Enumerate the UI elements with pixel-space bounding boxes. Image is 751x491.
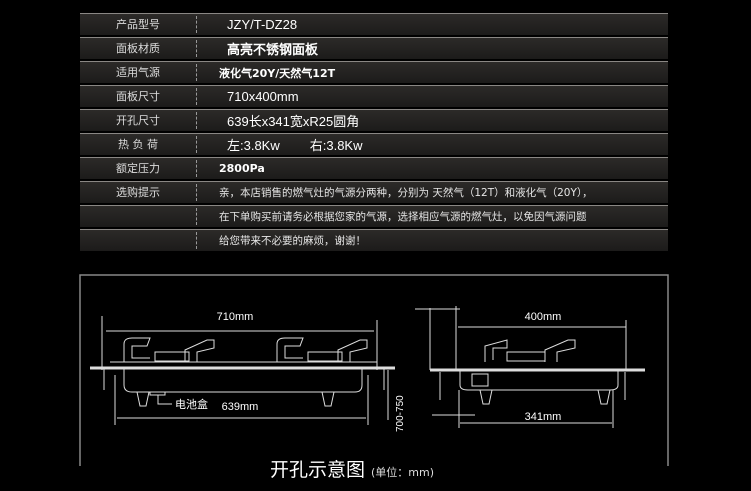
- caption-title: 开孔示意图: [270, 459, 366, 481]
- spec-row-gas: 适用气源 液化气20Y/天然气12T: [80, 61, 668, 83]
- spec-value: 639长x341宽xR25圆角: [227, 114, 360, 129]
- dimension-639-label: 639mm: [222, 401, 259, 413]
- spec-label: 面板材质: [80, 40, 197, 57]
- spec-value: 亲，本店销售的燃气灶的气源分两种，分别为 天然气（12T）和液化气（20Y），: [219, 187, 593, 199]
- diagram-caption: 开孔示意图 (单位：mm): [262, 455, 443, 482]
- spec-label: 热 负 荷: [80, 136, 197, 153]
- spec-row-heat-load: 热 负 荷 左:3.8Kw 右:3.8Kw: [80, 133, 668, 155]
- burner-left: [123, 337, 215, 362]
- side-view: [415, 306, 645, 428]
- heat-right: 右:3.8Kw: [309, 138, 363, 153]
- dimension-710-label: 710mm: [217, 311, 254, 323]
- front-view: [90, 316, 395, 425]
- spec-table: 产品型号 JZY/T-DZ28 面板材质 高亮不锈钢面板 适用气源 液化气20Y/天然…: [80, 13, 668, 253]
- dimension-341-label: 341mm: [525, 411, 562, 423]
- spec-label: [80, 208, 197, 225]
- burner-right: [276, 337, 368, 362]
- spec-label: 适用气源: [80, 64, 197, 81]
- spec-label: 面板尺寸: [80, 88, 197, 105]
- spec-row-pressure: 额定压力 2800Pa: [80, 157, 668, 179]
- height-range-label: 700-750: [395, 395, 406, 432]
- spec-value: 2800Pa: [219, 162, 265, 175]
- spec-value: JZY/T-DZ28: [227, 17, 298, 32]
- spec-row-tip-2: 在下单购买前请务必根据您家的气源，选择相应气源的燃气灶，以免因气源问题: [80, 205, 668, 227]
- spec-value: 高亮不锈钢面板: [227, 42, 319, 57]
- spec-row-panel-size: 面板尺寸 710x400mm: [80, 85, 668, 107]
- spec-value: 在下单购买前请务必根据您家的气源，选择相应气源的燃气灶，以免因气源问题: [219, 211, 587, 223]
- spec-label: 额定压力: [80, 160, 197, 177]
- dimension-400-label: 400mm: [525, 311, 562, 323]
- spec-value: 左:3.8Kw 右:3.8Kw: [197, 135, 363, 154]
- spec-value: 液化气20Y/天然气12T: [219, 66, 336, 80]
- spec-label: [80, 232, 197, 249]
- diagram-frame: [79, 274, 669, 466]
- spec-label: 选购提示: [80, 184, 197, 201]
- battery-leader: [157, 395, 172, 405]
- spec-row-cutout: 开孔尺寸 639长x341宽xR25圆角: [80, 109, 668, 131]
- caption-unit: (单位：mm): [371, 466, 435, 479]
- spec-label: 开孔尺寸: [80, 112, 197, 129]
- spec-row-tip-3: 给您带来不必要的麻烦，谢谢！: [80, 229, 668, 251]
- spec-value: 给您带来不必要的麻烦，谢谢！: [219, 235, 366, 247]
- battery-box-label: 电池盒: [175, 397, 208, 411]
- spec-row-tip: 选购提示 亲，本店销售的燃气灶的气源分两种，分别为 天然气（12T）和液化气（20…: [80, 181, 668, 203]
- spec-row-material: 面板材质 高亮不锈钢面板: [80, 37, 668, 59]
- burner-side: [484, 339, 576, 362]
- spec-label: 产品型号: [80, 16, 197, 33]
- spec-row-model: 产品型号 JZY/T-DZ28: [80, 13, 668, 35]
- heat-left: 左:3.8Kw: [227, 138, 280, 153]
- spec-value: 710x400mm: [227, 89, 299, 104]
